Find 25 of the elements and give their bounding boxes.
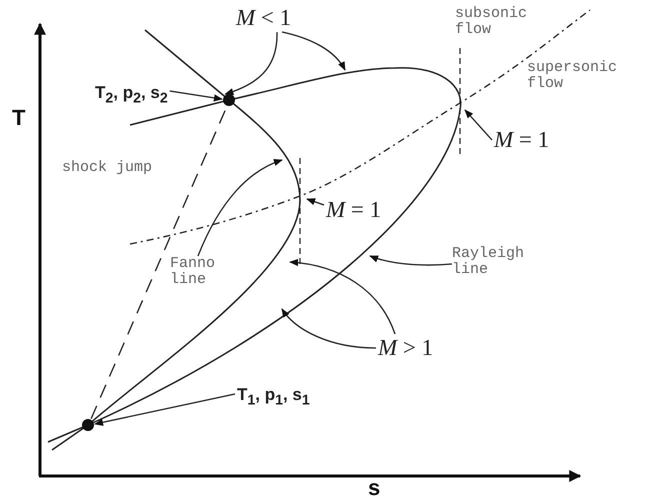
leader-arrow: [94, 393, 236, 426]
leader-arrow: [369, 255, 452, 266]
region-label: subsonic flow: [455, 6, 528, 38]
curve-label: shock jump: [62, 160, 152, 176]
mach-label: M = 1: [326, 198, 382, 222]
leader-arrow: [170, 90, 223, 102]
axis-label: s: [368, 476, 380, 500]
leader-arrow: [224, 32, 278, 95]
mach-label: M > 1: [378, 336, 434, 360]
leader-arrow: [306, 198, 324, 206]
leader-arrow: [464, 109, 492, 140]
state-point: [82, 419, 94, 431]
leader-arrow: [197, 159, 283, 256]
state-point: [223, 94, 235, 106]
leader-arrow: [282, 31, 346, 71]
mach-label: M < 1: [236, 6, 292, 30]
region-label: supersonic flow: [527, 60, 618, 92]
leader-arrow: [281, 308, 376, 349]
mach-label: M = 1: [494, 128, 550, 152]
curve-label: Rayleigh line: [452, 246, 534, 278]
axis-label: T: [12, 106, 26, 130]
leader-arrow: [289, 259, 396, 334]
state-label: T$_{1}$, p$_{1}$, s$_{1}$: [237, 386, 310, 408]
curve-label: Fanno line: [170, 256, 230, 288]
state-label: T$_{2}$, p$_{2}$, s$_{2}$: [95, 84, 168, 106]
